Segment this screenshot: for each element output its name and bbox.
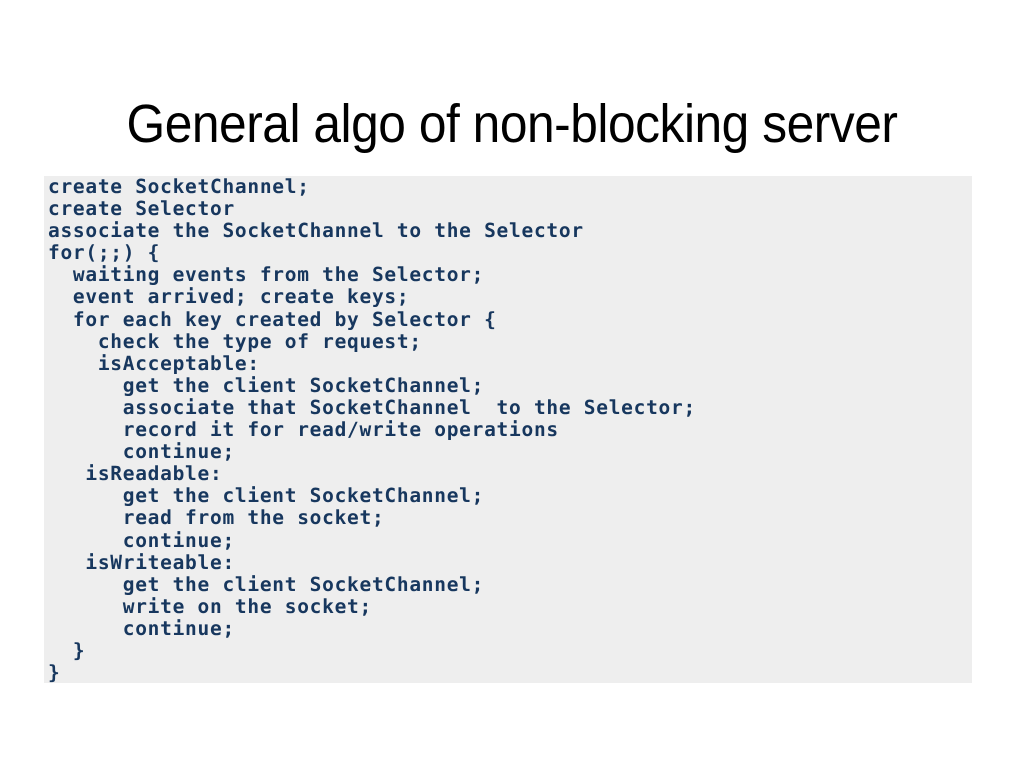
code-line: get the client SocketChannel;	[48, 484, 485, 508]
code-line: isReadable:	[48, 462, 223, 486]
code-line: record it for read/write operations	[48, 418, 559, 442]
code-line: for(;;) {	[48, 241, 161, 265]
code-line: waiting events from the Selector;	[48, 263, 485, 287]
code-line: }	[48, 661, 61, 683]
code-line: create Selector	[48, 197, 235, 221]
code-line: associate that SocketChannel to the Sele…	[48, 395, 696, 419]
code-line: create SocketChannel;	[48, 176, 310, 198]
code-line: continue;	[48, 440, 235, 464]
code-line: event arrived; create keys;	[48, 285, 410, 309]
code-line: write on the socket;	[48, 594, 372, 618]
code-line: check the type of request;	[48, 329, 422, 353]
code-line: }	[48, 638, 86, 662]
code-line: get the client SocketChannel;	[48, 572, 485, 596]
code-line: associate the SocketChannel to the Selec…	[48, 219, 584, 243]
code-line: read from the socket;	[48, 506, 385, 530]
code-line: continue;	[48, 528, 235, 552]
page-title: General algo of non-blocking server	[126, 94, 898, 155]
code-line: isWriteable:	[48, 550, 235, 574]
code-line: isAcceptable:	[48, 351, 260, 375]
code-line: get the client SocketChannel;	[48, 373, 485, 397]
code-line: for each key created by Selector {	[48, 307, 497, 331]
code-line: continue;	[48, 616, 235, 640]
